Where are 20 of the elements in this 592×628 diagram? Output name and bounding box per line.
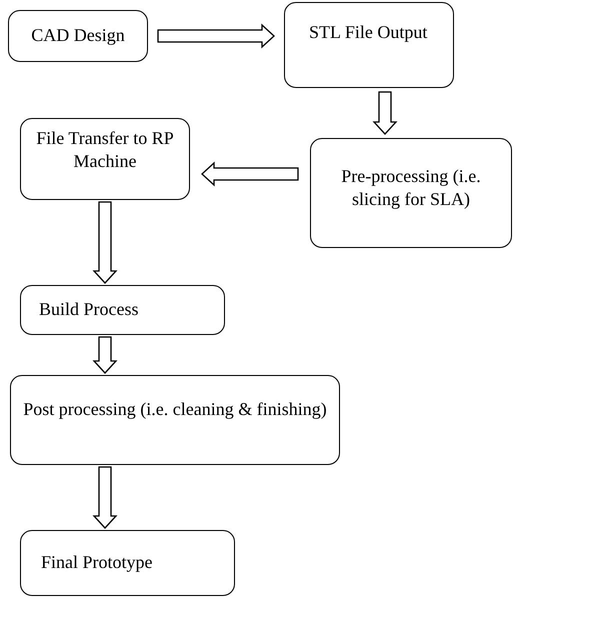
box-label: Build Process (39, 298, 139, 322)
block-arrow (92, 336, 118, 374)
process-box (20, 285, 225, 335)
block-arrow (157, 24, 275, 48)
process-box (310, 138, 512, 248)
box-label: Post processing (i.e. cleaning & finishing) (23, 398, 327, 421)
block-arrow (92, 466, 118, 529)
box-label: Final Prototype (41, 551, 152, 574)
box-label: CAD Design (31, 24, 125, 48)
box-label: Pre-processing (i.e. slicing for SLA) (340, 165, 482, 212)
box-label: File Transfer to RP Machine (35, 127, 175, 174)
block-arrow (201, 162, 299, 186)
process-box (284, 2, 454, 88)
process-box (10, 375, 340, 465)
block-arrow (372, 91, 398, 135)
block-arrow (92, 201, 118, 284)
process-box (8, 10, 148, 62)
process-box (20, 118, 190, 200)
box-label: STL File Output (309, 21, 428, 44)
process-box (20, 530, 235, 596)
